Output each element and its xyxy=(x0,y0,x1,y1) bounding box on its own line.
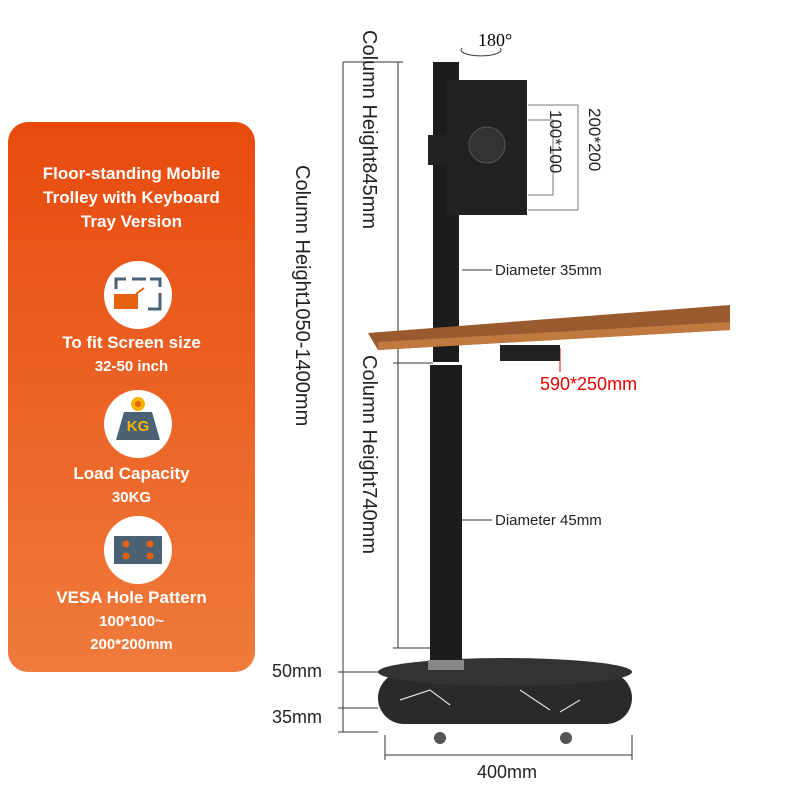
upper-height-label: Column Height845mm xyxy=(358,30,380,229)
lower-diameter-label: Diameter 45mm xyxy=(495,512,602,529)
feature-value: 32-50 inch xyxy=(94,358,169,375)
base-bottom-label: 35mm xyxy=(272,707,323,727)
dimension-lines xyxy=(338,47,633,760)
feature-value: 100*100~ xyxy=(99,613,164,630)
vesa-large-label: 200*200 xyxy=(585,108,604,172)
feature-value: 200*200mm xyxy=(90,636,173,653)
upper-diameter-label: Diameter 35mm xyxy=(495,262,602,279)
panel-title-line: Floor-standing Mobile xyxy=(42,164,221,183)
rotation-label: 180° xyxy=(478,30,513,50)
feature-title: Load Capacity xyxy=(73,464,190,483)
total-height-label: Column Height1050-1400mm xyxy=(291,165,313,427)
panel-title-line: Trolley with Keyboard xyxy=(43,188,220,207)
feature-title: To fit Screen size xyxy=(62,333,201,352)
kg-weight-icon: KG xyxy=(104,390,172,458)
screen-size-icon xyxy=(104,261,172,329)
base-width-label: 400mm xyxy=(477,762,538,782)
panel-title-line: Tray Version xyxy=(80,212,183,231)
base-top-label: 50mm xyxy=(272,661,323,681)
marble-base xyxy=(378,672,632,724)
lower-column xyxy=(430,365,462,665)
vesa-holes-icon xyxy=(104,516,172,584)
feature-value: 30KG xyxy=(111,489,152,506)
tray-size-label: 590*250mm xyxy=(540,374,638,394)
kg-label: KG xyxy=(126,418,150,435)
feature-title: VESA Hole Pattern xyxy=(56,588,207,607)
feature-panel: Floor-standing Mobile Trolley with Keybo… xyxy=(8,122,255,672)
lower-height-label: Column Height740mm xyxy=(358,355,380,554)
vesa-small-label: 100*100 xyxy=(546,110,565,174)
